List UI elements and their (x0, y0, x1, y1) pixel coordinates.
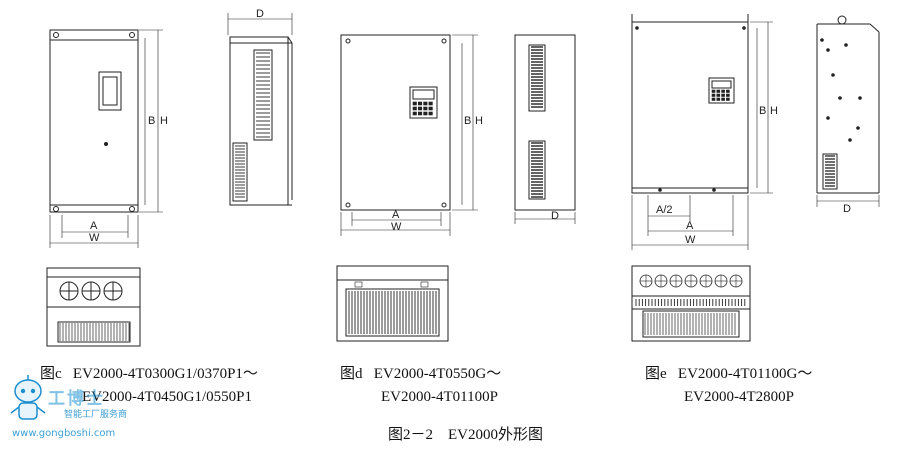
keypad-key (423, 106, 428, 111)
dim-b-d: B (464, 115, 471, 127)
dim-d-c: D (256, 8, 264, 20)
dim-b-e: B (759, 105, 766, 117)
terminal (354, 281, 363, 288)
screw-dot (858, 96, 862, 100)
keypad-key (711, 97, 716, 101)
fig-c-front-view (49, 29, 163, 248)
keypad-key (428, 111, 433, 116)
caption-d-model-range-start: EV2000-4T0550G～ (373, 366, 502, 382)
fig-c-side-view (227, 13, 293, 206)
keypad-key (417, 101, 423, 106)
screw-dot (658, 188, 662, 192)
keypad-key (726, 89, 730, 93)
dim-h-c: H (160, 115, 168, 127)
keypad-key (428, 101, 433, 106)
dim-w-e: W (685, 234, 696, 246)
screw-dot (838, 96, 842, 100)
keypad-key (417, 111, 423, 116)
dim-d-e: D (843, 203, 851, 215)
figure-title: 图2－2 EV2000外形图 (388, 427, 543, 443)
fig-e-side-view (816, 15, 880, 207)
keypad-key (716, 97, 721, 101)
watermark-url: www.gongboshi.com (12, 428, 116, 439)
screw-dot (826, 116, 830, 120)
fig-c-bottom-view (46, 267, 141, 347)
screw-dot (844, 43, 848, 47)
fig-e-front-view (631, 14, 773, 250)
screw-dot (848, 138, 852, 142)
dim-a-c: A (90, 220, 98, 232)
keypad-key (412, 106, 417, 111)
keypad-key (726, 97, 730, 101)
keypad-key (417, 106, 423, 111)
keypad-key (721, 97, 725, 101)
watermark: 工博士 智能工厂服务商 www.gongboshi.com (8, 370, 143, 445)
fig-e-bottom-view (631, 265, 751, 342)
screw-dot (742, 26, 746, 30)
dim-a-half-e: A/2 (656, 204, 673, 216)
keypad-key (716, 93, 721, 97)
caption-e-line1: 图e EV2000-4T01100G～ (645, 364, 812, 384)
caption-d-label: 图d (340, 366, 363, 382)
caption-d-line1: 图d EV2000-4T0550G～ (340, 364, 501, 384)
screw-dot (831, 73, 835, 77)
dim-a-d: A (392, 209, 400, 221)
dim-h-e: H (770, 105, 778, 117)
screw-dot (635, 26, 639, 30)
keypad-key (412, 111, 417, 116)
keypad-key (721, 89, 725, 93)
caption-e-model-range-start: EV2000-4T01100G～ (677, 366, 813, 382)
dim-a-e: A (686, 220, 694, 232)
caption-e-line2: EV2000-4T2800P (684, 389, 794, 405)
fig-d-bottom-view (336, 265, 449, 342)
dim-w-d: W (391, 221, 402, 233)
caption-d-line2: EV2000-4T01100P (381, 389, 498, 405)
dim-b-c: B (148, 115, 155, 127)
keypad-key (423, 111, 428, 116)
caption-c-line1: 图c EV2000-4T0300G1/0370P1～ (40, 364, 258, 384)
keypad-key (726, 93, 730, 97)
dim-h-d: H (475, 115, 483, 127)
keypad-key (716, 89, 721, 93)
robot-mascot-icon (10, 375, 46, 420)
screw-dot (820, 38, 824, 42)
keypad-key (711, 89, 716, 93)
keypad-key (711, 93, 716, 97)
caption-e-label: 图e (645, 366, 667, 382)
fig-d-side-view (514, 34, 576, 224)
dim-d-d: D (551, 210, 559, 222)
screw-dot (856, 126, 860, 130)
keypad-key (412, 101, 417, 106)
keypad-key (721, 93, 725, 97)
screw-dot (826, 48, 830, 52)
caption-c-model-range-start: EV2000-4T0300G1/0370P1～ (72, 366, 258, 382)
dim-w-c: W (89, 232, 100, 244)
watermark-tagline: 智能工厂服务商 (64, 410, 128, 420)
caption-c-line2: EV2000-4T0450G1/0550P1 (82, 389, 252, 405)
caption-c-label: 图c (40, 366, 62, 382)
screw-dot (712, 188, 716, 192)
keypad-key (423, 101, 428, 106)
fig-d-front-view (340, 34, 478, 236)
terminal (420, 281, 429, 288)
watermark-brand: 工博士 (48, 389, 105, 409)
keypad-key (428, 106, 433, 111)
